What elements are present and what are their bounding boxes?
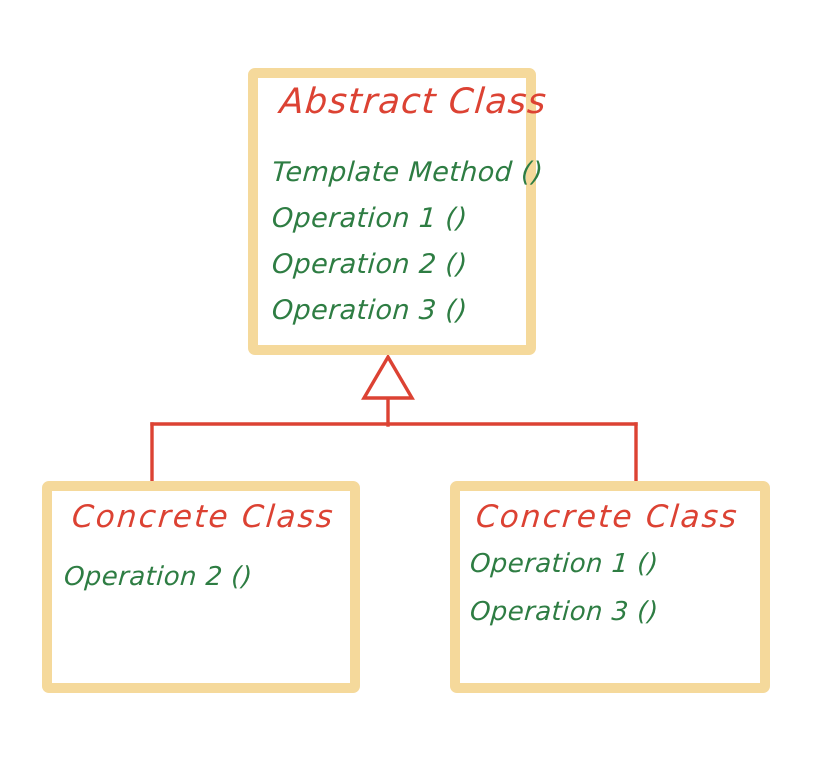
class-box-abstract-class[interactable]: Abstract Class Template Method () Operat… (248, 68, 549, 355)
class-box-concrete-class-left[interactable]: Concrete Class Operation 2 () (42, 481, 360, 693)
generalization-triangle-arrowhead (361, 353, 415, 400)
member-list: Operation 2 () (62, 562, 254, 610)
class-title: Concrete Class (70, 499, 337, 535)
member-item: Template Method () (270, 157, 545, 188)
class-box-concrete-class-right[interactable]: Concrete Class Operation 1 () Operation … (450, 481, 770, 693)
member-list: Template Method () Operation 1 () Operat… (270, 157, 545, 343)
member-list: Operation 1 () Operation 3 () (468, 549, 660, 647)
member-item: Operation 2 () (270, 249, 469, 280)
member-item: Operation 3 () (468, 597, 660, 627)
class-title: Abstract Class (278, 82, 549, 122)
member-item: Operation 2 () (62, 562, 254, 592)
class-title: Concrete Class (474, 499, 741, 535)
member-item: Operation 3 () (270, 295, 469, 326)
generalization-lines (150, 394, 638, 491)
member-item: Operation 1 () (270, 203, 469, 234)
member-item: Operation 1 () (468, 549, 660, 579)
